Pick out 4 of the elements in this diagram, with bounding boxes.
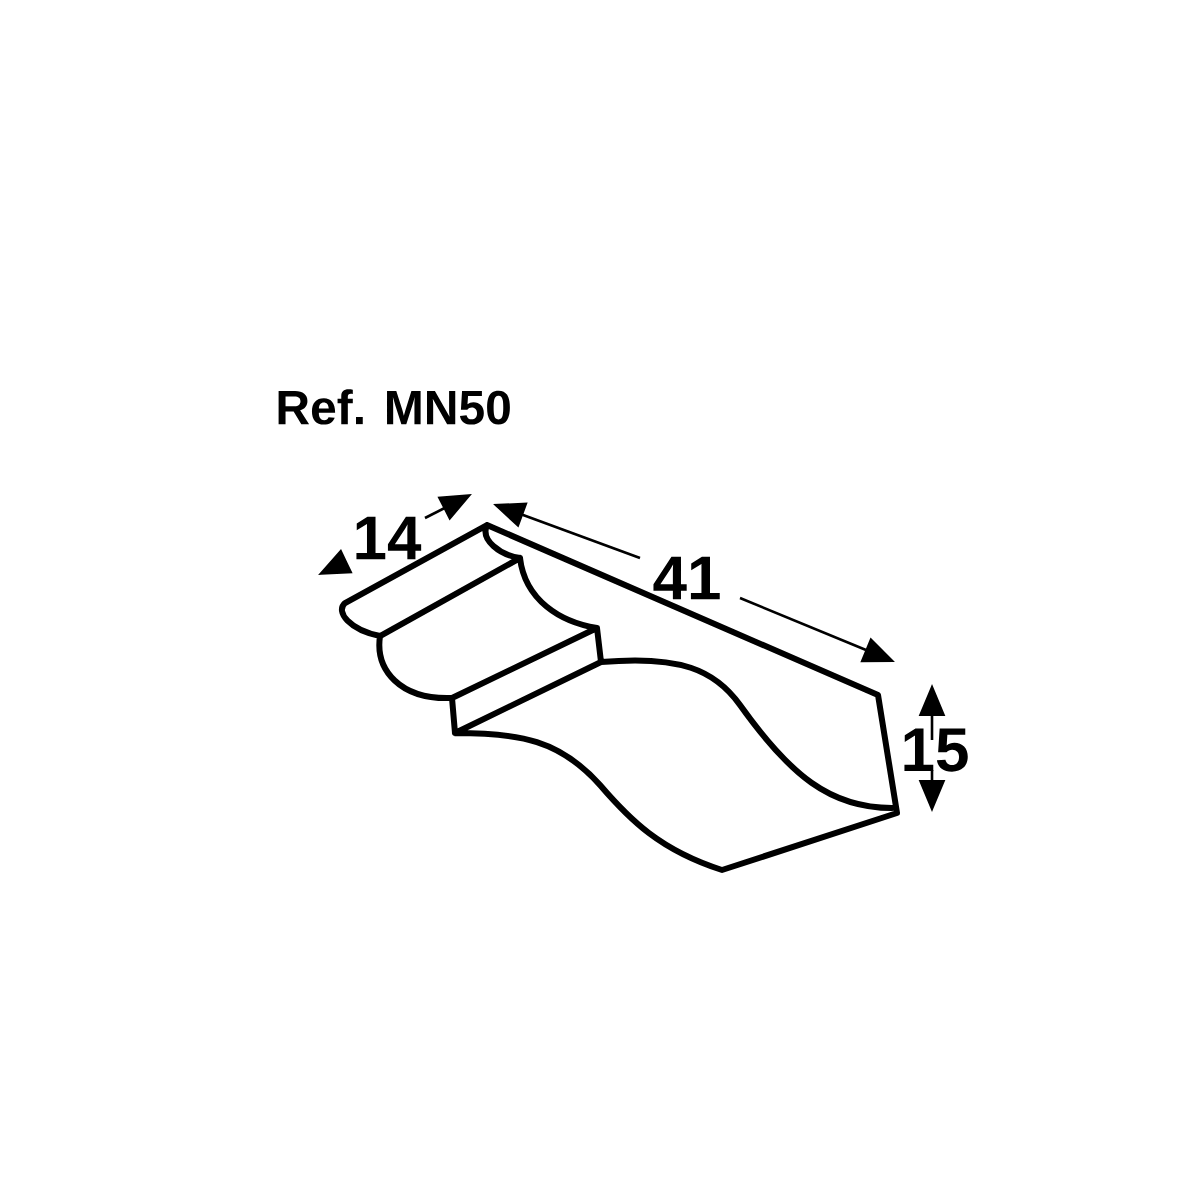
title: Ref. MN50 [278, 389, 510, 425]
dimension-label: 15 [904, 728, 968, 772]
dimension-label: 41 [653, 556, 720, 600]
dimension-label: 14 [356, 516, 422, 560]
